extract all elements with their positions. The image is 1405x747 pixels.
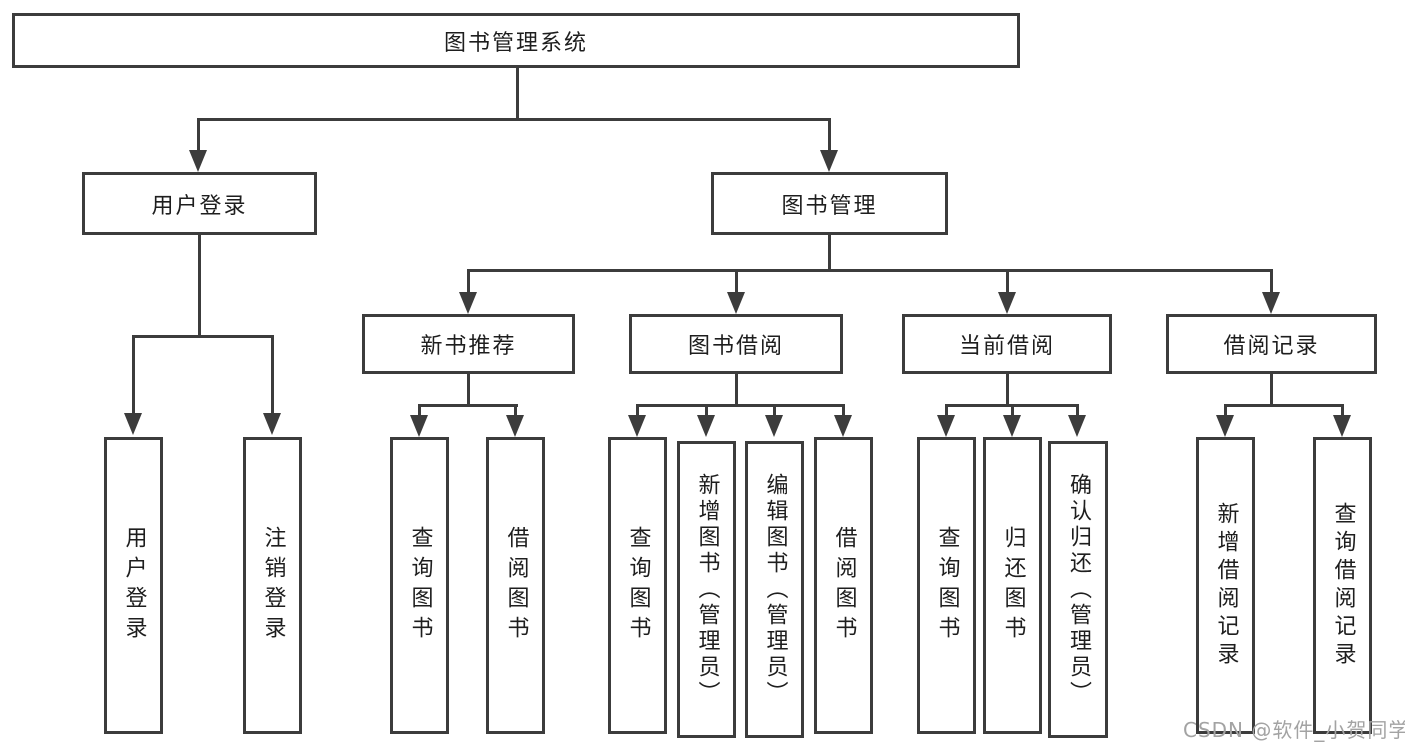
node-current-borrow: 当前借阅: [902, 314, 1112, 374]
connector-book-borrow-split: [636, 404, 845, 407]
arrow-down-icon: [937, 415, 955, 437]
leaf-return-books: 归还图书: [983, 437, 1042, 734]
arrow-down-icon: [820, 150, 838, 172]
arrow-down-icon: [628, 415, 646, 437]
leaf-logout-login: 注销登录: [243, 437, 302, 734]
connector-book-management-stub: [828, 233, 831, 271]
connector-drop-leaf-logout: [271, 335, 274, 415]
arrow-down-icon: [1003, 415, 1021, 437]
connector-drop: [842, 404, 845, 416]
node-new-book-recommend: 新书推荐: [362, 314, 575, 374]
arrow-down-icon: [998, 292, 1016, 314]
arrow-down-icon: [506, 415, 524, 437]
connector-level3-split: [467, 269, 1273, 272]
connector-new-book-split: [418, 404, 518, 407]
arrow-down-icon: [1333, 415, 1351, 437]
connector-drop: [1076, 404, 1079, 416]
connector-drop-leaf-user-login: [132, 335, 135, 415]
leaf-borrow-books: 借阅图书: [814, 437, 873, 734]
arrow-down-icon: [1262, 292, 1280, 314]
arrow-down-icon: [459, 292, 477, 314]
connector-drop: [636, 404, 639, 416]
node-root: 图书管理系统: [12, 13, 1020, 68]
connector-drop-book-borrow: [735, 269, 738, 294]
leaf-query-borrow-record: 查询借阅记录: [1313, 437, 1372, 734]
connector-drop-current-borrow: [1006, 269, 1009, 294]
connector-drop: [705, 404, 708, 416]
connector-drop: [1011, 404, 1014, 416]
arrow-down-icon: [1068, 415, 1086, 437]
connector-current-borrow-stub: [1006, 372, 1009, 406]
connector-new-book-stub: [467, 372, 470, 406]
node-user-login: 用户登录: [82, 172, 317, 235]
leaf-user-login: 用户登录: [104, 437, 163, 734]
leaf-add-borrow-record: 新增借阅记录: [1196, 437, 1255, 734]
connector-user-login-split: [132, 335, 274, 338]
connector-drop: [1341, 404, 1344, 416]
connector-level1-split: [197, 118, 831, 121]
arrow-down-icon: [410, 415, 428, 437]
node-book-management: 图书管理: [711, 172, 948, 235]
connector-drop-borrow-records: [1270, 269, 1273, 294]
node-borrow-records: 借阅记录: [1166, 314, 1377, 374]
connector-drop: [418, 404, 421, 416]
connector-drop: [773, 404, 776, 416]
connector-root-stub: [516, 66, 519, 120]
arrow-down-icon: [1216, 415, 1234, 437]
connector-borrow-records-split: [1224, 404, 1343, 407]
arrow-down-icon: [697, 415, 715, 437]
connector-drop-new-book: [467, 269, 470, 294]
connector-drop: [1224, 404, 1227, 416]
leaf-borrow-books-recommend: 借阅图书: [486, 437, 545, 734]
watermark: CSDN @软件_小贺同学: [1183, 718, 1405, 742]
leaf-query-books-recommend: 查询图书: [390, 437, 449, 734]
connector-borrow-records-stub: [1270, 372, 1273, 406]
arrow-down-icon: [765, 415, 783, 437]
leaf-confirm-return-admin: 确认归还（管理员）: [1048, 441, 1108, 738]
arrow-down-icon: [834, 415, 852, 437]
connector-book-borrow-stub: [735, 372, 738, 406]
leaf-query-books-borrow: 查询图书: [608, 437, 667, 734]
arrow-down-icon: [124, 413, 142, 435]
arrow-down-icon: [263, 413, 281, 435]
connector-drop-book-management: [828, 120, 831, 152]
node-book-borrow: 图书借阅: [629, 314, 843, 374]
leaf-add-book-admin: 新增图书（管理员）: [677, 441, 736, 738]
arrow-down-icon: [727, 292, 745, 314]
arrow-down-icon: [189, 150, 207, 172]
connector-user-login-stub: [198, 233, 201, 337]
leaf-query-books-current: 查询图书: [917, 437, 976, 734]
connector-drop: [514, 404, 517, 416]
leaf-edit-book-admin: 编辑图书（管理员）: [745, 441, 804, 738]
connector-drop: [945, 404, 948, 416]
connector-drop-user-login: [197, 120, 200, 152]
